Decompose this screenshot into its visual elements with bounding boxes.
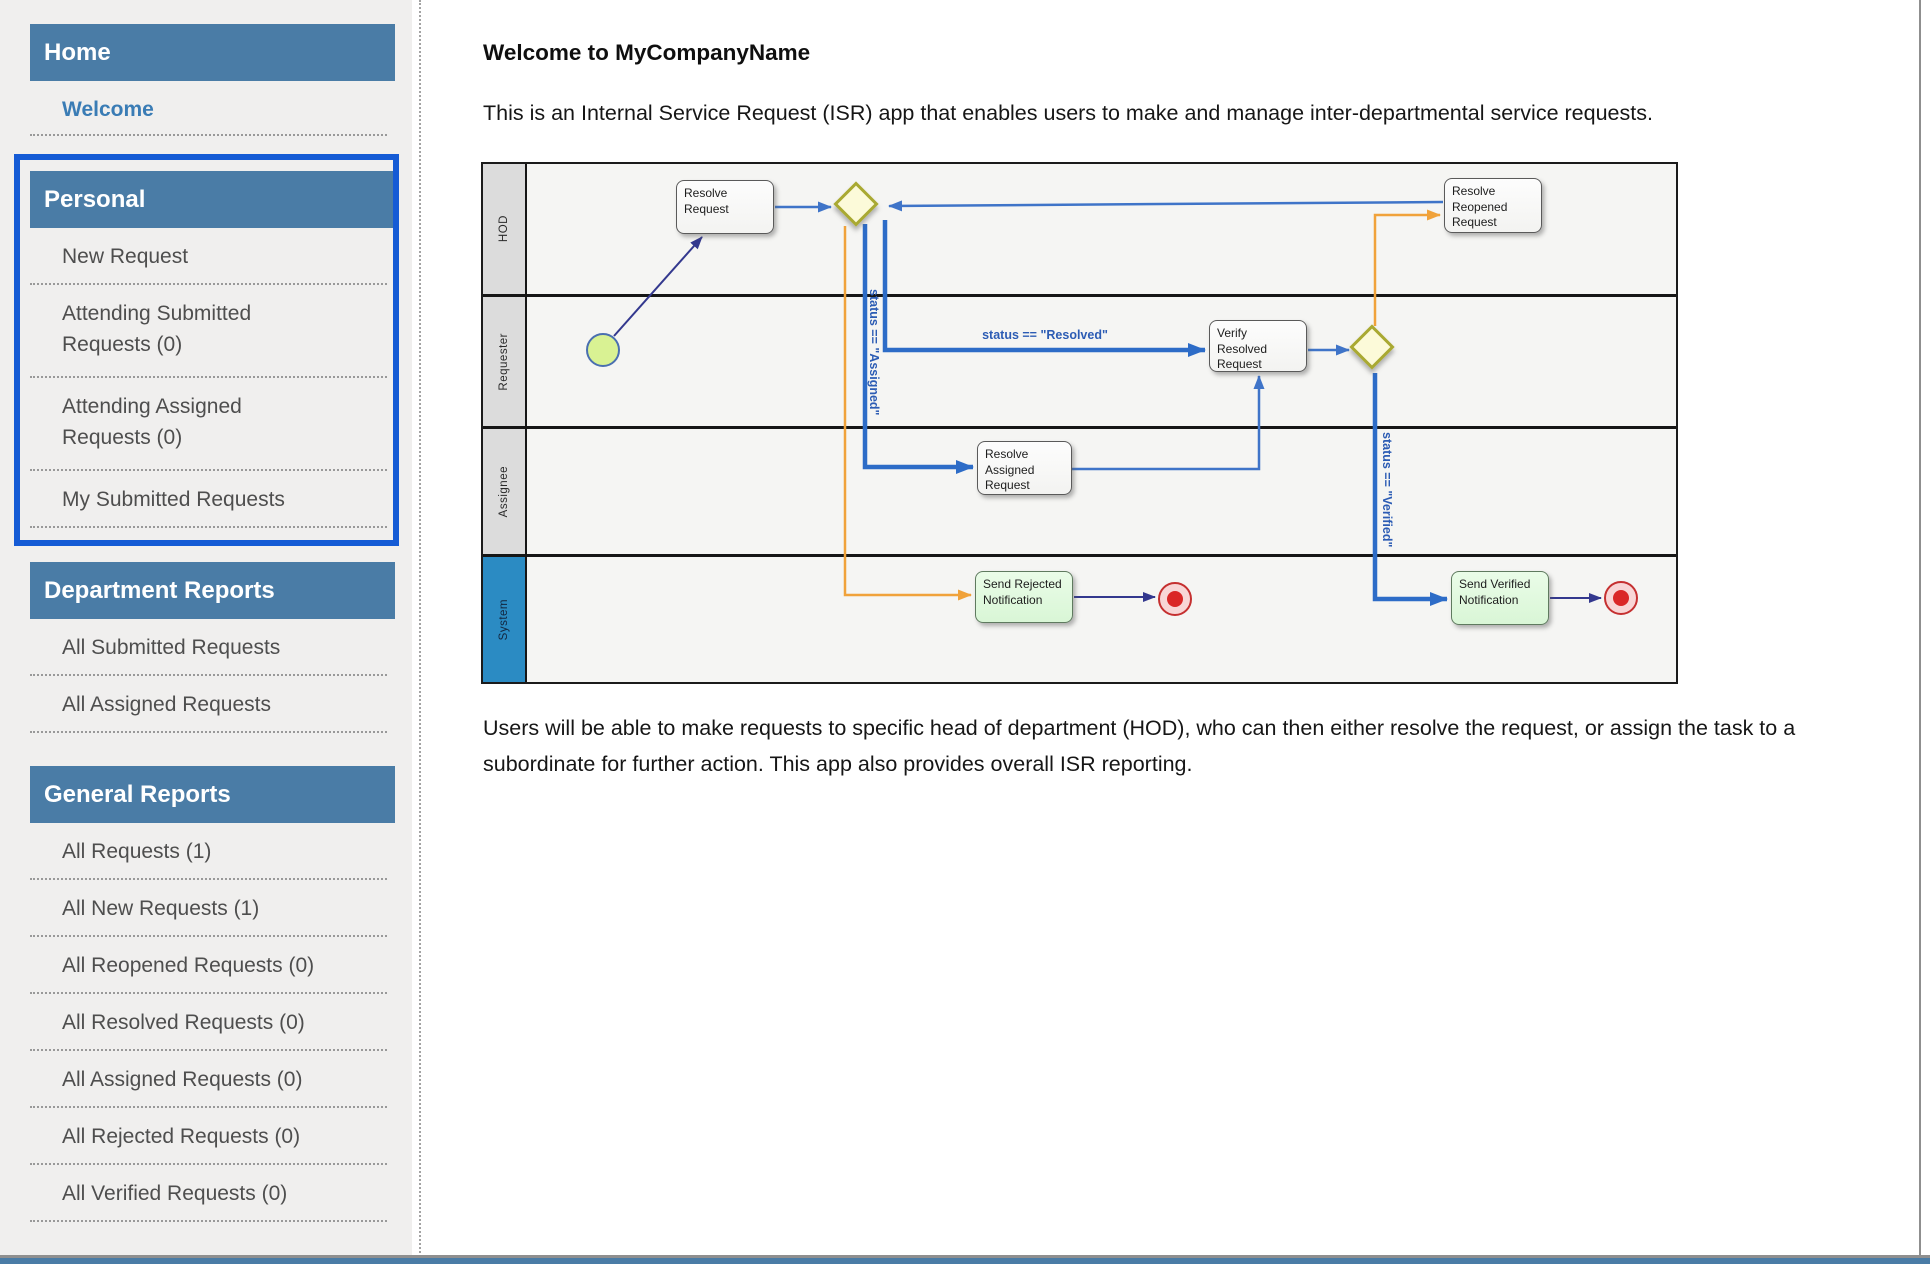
lane-assignee: Assignee [483, 429, 525, 554]
sidebar-item-all-assigned-requests-general[interactable]: All Assigned Requests (0) [30, 1051, 387, 1108]
task-send-rejected-notification: Send Rejected Notification [975, 571, 1073, 623]
condition-label-resolved: status == "Resolved" [982, 328, 1108, 342]
sidebar-item-all-rejected-requests[interactable]: All Rejected Requests (0) [30, 1108, 387, 1165]
lane-hod: HOD [483, 164, 525, 294]
end-event-verified [1604, 581, 1638, 615]
lane-separator-2 [483, 426, 1676, 429]
sidebar-item-attending-submitted-requests[interactable]: Attending Submitted Requests (0) [30, 285, 387, 378]
task-verify-resolved-request: Verify Resolved Request [1209, 320, 1307, 372]
sidebar-item-attending-assigned-requests[interactable]: Attending Assigned Requests (0) [30, 378, 387, 471]
sidebar-item-new-request[interactable]: New Request [30, 228, 387, 285]
lane-label-divider [525, 164, 527, 682]
sidebar-item-all-requests[interactable]: All Requests (1) [30, 823, 387, 880]
sidebar-item-all-resolved-requests[interactable]: All Resolved Requests (0) [30, 994, 387, 1051]
lane-separator-1 [483, 294, 1676, 297]
sidebar-item-all-submitted-requests[interactable]: All Submitted Requests [30, 619, 387, 676]
lane-system: System [483, 557, 525, 682]
end-event-dot [1167, 591, 1183, 607]
workflow-diagram: HOD Requester Assignee System [481, 162, 1678, 684]
description-paragraph: Users will be able to make requests to s… [483, 716, 1796, 777]
window-right-edge [1919, 0, 1921, 1257]
task-resolve-request: Resolve Request [676, 180, 774, 234]
department-report-items: All Submitted Requests All Assigned Requ… [30, 619, 387, 733]
sidebar-item-all-reopened-requests[interactable]: All Reopened Requests (0) [30, 937, 387, 994]
sidebar-item-my-submitted-requests[interactable]: My Submitted Requests [30, 471, 387, 528]
task-resolve-assigned-request: Resolve Assigned Request [977, 441, 1072, 495]
page-title: Welcome to MyCompanyName [483, 40, 811, 65]
end-event-rejected [1158, 582, 1192, 616]
section-title-general-reports: General Reports [44, 781, 231, 808]
sidebar-section-personal: Personal [30, 171, 395, 228]
sidebar-section-department-reports: Department Reports [30, 562, 395, 619]
lane-requester: Requester [483, 297, 525, 426]
footer-bar [0, 1258, 1930, 1264]
end-event-dot [1613, 590, 1629, 606]
section-title-home: Home [44, 39, 111, 66]
sidebar-item-all-verified-requests[interactable]: All Verified Requests (0) [30, 1165, 387, 1222]
lane-separator-3 [483, 554, 1676, 557]
home-items: Welcome [30, 81, 387, 136]
condition-label-verified: status == "Verified" [1380, 432, 1394, 548]
general-report-items: All Requests (1) All New Requests (1) Al… [30, 823, 387, 1222]
sidebar-section-general-reports: General Reports [30, 766, 395, 823]
sidebar-main-divider [419, 0, 421, 1257]
start-event [586, 333, 620, 367]
flow-connectors [613, 200, 1602, 606]
task-resolve-reopened-request: Resolve Reopened Request [1444, 178, 1542, 233]
sidebar-item-all-new-requests[interactable]: All New Requests (1) [30, 880, 387, 937]
condition-label-assigned: status == "Assigned" [867, 289, 881, 416]
personal-items: New Request Attending Submitted Requests… [30, 228, 387, 528]
intro-paragraph: This is an Internal Service Request (ISR… [483, 101, 1653, 125]
section-title-department-reports: Department Reports [44, 577, 275, 604]
task-send-verified-notification: Send Verified Notification [1451, 571, 1549, 625]
sidebar: Home Welcome Personal New Request Attend… [0, 0, 412, 1257]
sidebar-section-home: Home [30, 24, 395, 81]
sidebar-item-welcome[interactable]: Welcome [30, 81, 387, 136]
sidebar-item-all-assigned-requests[interactable]: All Assigned Requests [30, 676, 387, 733]
footer-separator [0, 1255, 1930, 1258]
section-title-personal: Personal [44, 186, 146, 213]
